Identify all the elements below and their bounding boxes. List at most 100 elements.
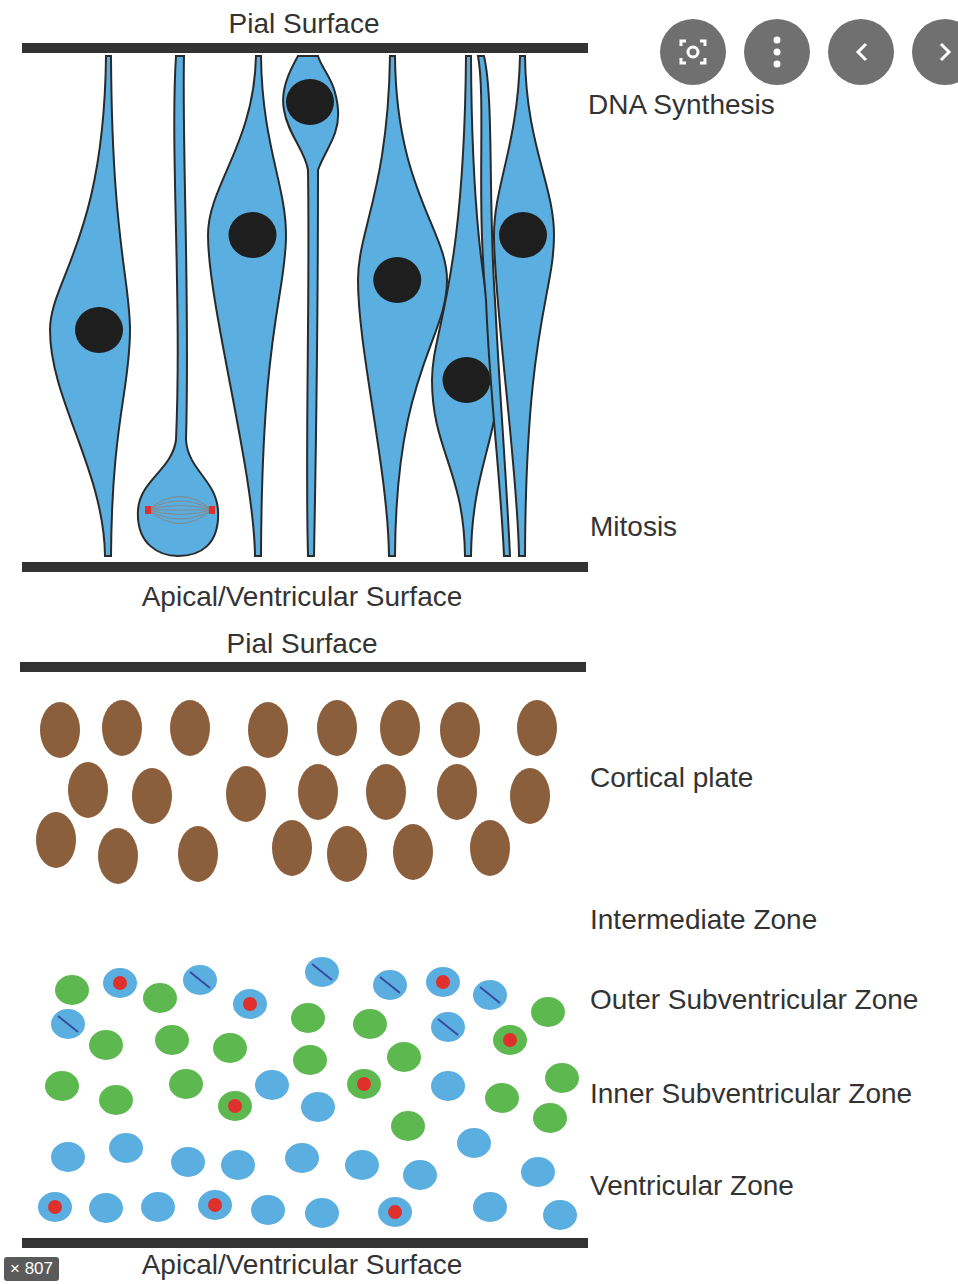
mitotic-mark xyxy=(113,976,127,990)
radial-glia-cell xyxy=(358,56,447,556)
division-plane xyxy=(480,987,500,1003)
neuron xyxy=(132,768,172,824)
division-plane xyxy=(438,1019,458,1035)
mitotic-mark xyxy=(436,975,450,989)
progenitor xyxy=(485,1083,519,1113)
progenitor xyxy=(169,1069,203,1099)
progenitor xyxy=(251,1195,285,1225)
radial-glia-cell xyxy=(50,56,130,556)
progenitor xyxy=(218,1091,252,1121)
progenitor xyxy=(285,1143,319,1173)
progenitor xyxy=(473,1192,507,1222)
progenitor xyxy=(38,1192,72,1222)
pial-line xyxy=(22,43,588,53)
progenitor xyxy=(301,1092,335,1122)
surface-label: Apical/Ventricular Surface xyxy=(142,1249,463,1281)
progenitor xyxy=(198,1190,232,1220)
division-plane xyxy=(312,964,332,980)
neuron xyxy=(327,826,367,882)
progenitor xyxy=(457,1128,491,1158)
mitotic-cell xyxy=(138,56,218,556)
neuron xyxy=(178,826,218,882)
nucleus xyxy=(75,307,123,353)
progenitor xyxy=(345,1150,379,1180)
progenitor xyxy=(45,1071,79,1101)
progenitor xyxy=(387,1042,421,1072)
neuron xyxy=(68,762,108,818)
neuron xyxy=(102,700,142,756)
progenitor xyxy=(183,965,217,995)
viewer-buttons xyxy=(660,19,958,85)
progenitor xyxy=(155,1025,189,1055)
spindle xyxy=(148,501,212,510)
centrosome xyxy=(145,506,151,514)
neuron xyxy=(510,768,550,824)
mitotic-mark xyxy=(503,1033,517,1047)
progenitor xyxy=(103,968,137,998)
surface-label: Pial Surface xyxy=(229,8,380,40)
neuron xyxy=(393,824,433,880)
progenitor xyxy=(391,1111,425,1141)
progenitor xyxy=(531,997,565,1027)
progenitor xyxy=(431,1012,465,1042)
nucleus xyxy=(229,212,277,258)
progenitor xyxy=(255,1070,289,1100)
radial-glia-cell xyxy=(283,56,338,556)
progenitor xyxy=(431,1071,465,1101)
size-badge: × 807 xyxy=(4,1257,59,1281)
neuron xyxy=(317,700,357,756)
spindle xyxy=(148,510,212,511)
pial-line xyxy=(20,662,586,672)
division-plane xyxy=(190,972,210,988)
zone-label: Outer Subventricular Zone xyxy=(590,984,918,1016)
ventricular-line xyxy=(22,1238,588,1248)
progenitor xyxy=(305,957,339,987)
neuron xyxy=(437,764,477,820)
zone-label: Cortical plate xyxy=(590,762,753,794)
division-plane xyxy=(58,1016,78,1032)
neuron xyxy=(98,828,138,884)
zone-label: Inner Subventricular Zone xyxy=(590,1078,912,1110)
progenitor xyxy=(426,967,460,997)
neuron xyxy=(226,766,266,822)
mitotic-mark xyxy=(388,1205,402,1219)
progenitor-cells xyxy=(36,700,579,1230)
neuron xyxy=(440,702,480,758)
progenitor xyxy=(171,1147,205,1177)
progenitor xyxy=(291,1003,325,1033)
surface-label: Pial Surface xyxy=(227,628,378,660)
phase-label: Mitosis xyxy=(590,511,677,543)
centrosome xyxy=(209,506,215,514)
mitotic-mark xyxy=(48,1200,62,1214)
nucleus xyxy=(286,79,334,125)
progenitor xyxy=(51,1142,85,1172)
zone-label: Intermediate Zone xyxy=(590,904,817,936)
progenitor xyxy=(55,975,89,1005)
progenitor xyxy=(533,1103,567,1133)
progenitor xyxy=(403,1160,437,1190)
progenitor xyxy=(473,980,507,1010)
progenitor xyxy=(213,1033,247,1063)
progenitor xyxy=(373,970,407,1000)
progenitor xyxy=(378,1197,412,1227)
progenitor xyxy=(233,989,267,1019)
progenitor xyxy=(109,1133,143,1163)
ventricular-line xyxy=(22,562,588,572)
phase-label: DNA Synthesis xyxy=(588,89,775,121)
progenitor xyxy=(347,1069,381,1099)
mitotic-mark xyxy=(228,1099,242,1113)
progenitor xyxy=(545,1063,579,1093)
nucleus xyxy=(373,257,421,303)
zone-label: Ventricular Zone xyxy=(590,1170,794,1202)
progenitor xyxy=(221,1150,255,1180)
neuron xyxy=(170,700,210,756)
neuron xyxy=(517,700,557,756)
mitotic-mark xyxy=(357,1077,371,1091)
spindle xyxy=(148,510,212,524)
spindle xyxy=(148,510,212,519)
progenitor xyxy=(99,1085,133,1115)
mitotic-mark xyxy=(243,997,257,1011)
progenitor xyxy=(51,1009,85,1039)
nucleus xyxy=(443,357,491,403)
neuron xyxy=(366,764,406,820)
